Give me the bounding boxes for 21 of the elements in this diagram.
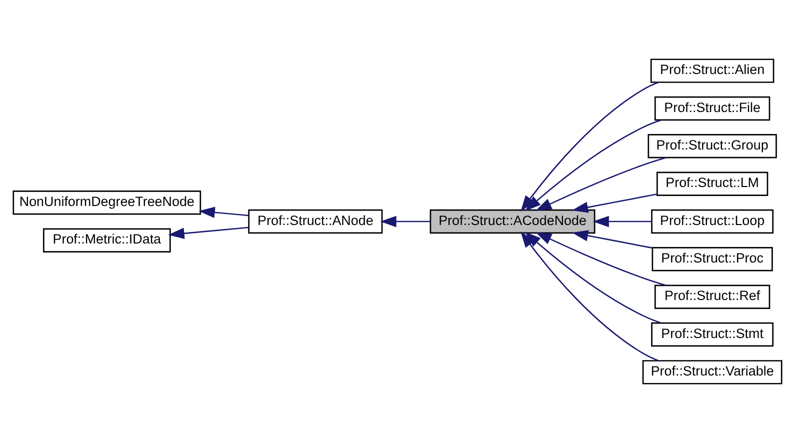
arrow — [535, 232, 666, 286]
node-box: Prof::Metric::IData — [43, 228, 171, 252]
node-box: NonUniformDegreeTreeNode — [12, 190, 202, 215]
arrow — [592, 216, 652, 228]
arrow — [168, 226, 248, 240]
node-box: Prof::Struct::Stmt — [651, 322, 774, 347]
arrow — [572, 230, 652, 249]
node-box: Prof::Struct::Ref — [654, 284, 770, 309]
node-box: Prof::Struct::File — [654, 96, 770, 121]
node-box: Prof::Struct::Variable — [642, 360, 782, 384]
node-box: Prof::Struct::ANode — [248, 209, 383, 234]
node-box: Prof::Struct::Group — [648, 134, 777, 158]
arrow — [380, 216, 430, 228]
arrow — [572, 193, 658, 213]
node-box: Prof::Struct::Proc — [652, 247, 773, 272]
node-box: Prof::Struct::LM — [656, 172, 768, 196]
node-box: Prof::Struct::Alien — [650, 58, 774, 83]
arrow — [524, 119, 662, 212]
node-box: Prof::Struct::Loop — [651, 209, 774, 234]
node-box: Prof::Struct::ACodeNode — [430, 209, 596, 234]
arrow — [198, 206, 248, 218]
